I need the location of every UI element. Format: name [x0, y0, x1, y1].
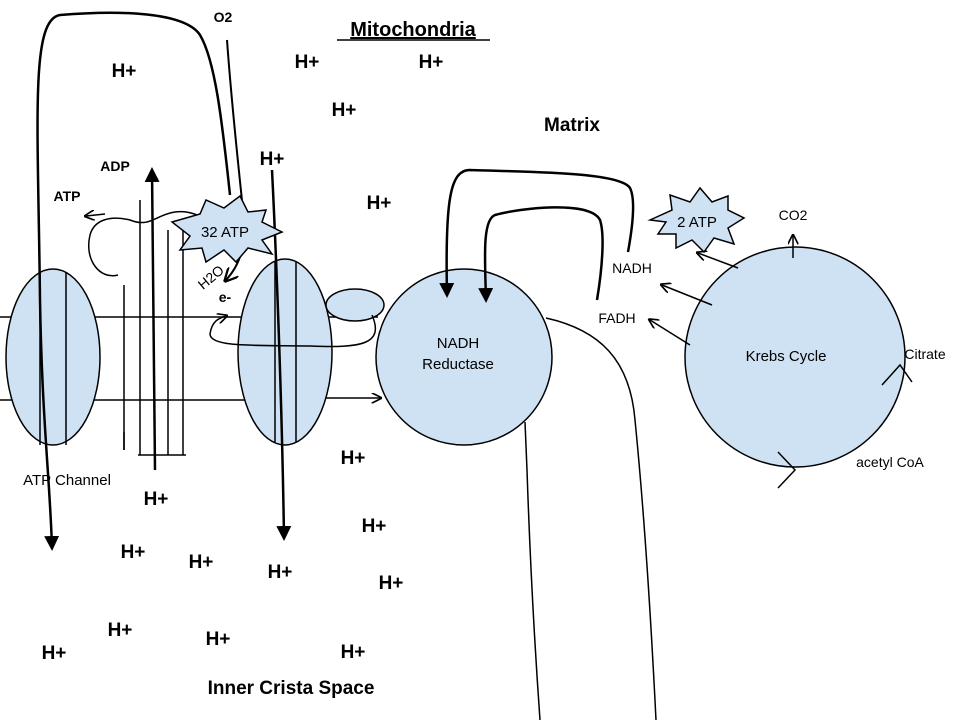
- nadh-reductase-label-2: Reductase: [422, 356, 494, 373]
- proton-label: H+: [341, 642, 366, 663]
- inner-crista-label: Inner Crista Space: [208, 678, 375, 699]
- atp-out-arrow: [86, 214, 106, 216]
- proton-label: H+: [121, 542, 146, 563]
- proton-label: H+: [295, 52, 320, 73]
- proton-label: H+: [379, 573, 404, 594]
- proton-label: H+: [42, 643, 67, 664]
- fadh-input-arrow: [478, 206, 604, 303]
- atp-channel-protein: [5, 268, 101, 446]
- nadh-label: NADH: [612, 260, 652, 276]
- electron-transport-protein: [237, 258, 333, 446]
- krebs-output-arrows: [650, 236, 793, 346]
- atp-32-burst: [170, 194, 284, 264]
- proton-label: H+: [189, 552, 214, 573]
- proton-label: H+: [206, 629, 231, 650]
- nadh-reductase: [375, 268, 553, 446]
- proton-label: H+: [362, 516, 387, 537]
- electron-flow-arrow: [209, 315, 377, 348]
- atp-2-burst: [647, 186, 746, 254]
- atp-label: ATP: [54, 188, 81, 204]
- electron-carrier: [325, 288, 385, 322]
- outer-membrane: [524, 317, 657, 720]
- proton-label: H+: [260, 149, 285, 170]
- atp-2-label: 2 ATP: [677, 214, 717, 231]
- h2o-label: H2O: [195, 262, 227, 293]
- proton-label: H+: [367, 193, 392, 214]
- co2-label: CO2: [779, 207, 808, 223]
- nadh-reductase-label-1: NADH: [437, 335, 480, 352]
- matrix-label: Matrix: [544, 115, 600, 136]
- proton-label: H+: [332, 100, 357, 121]
- citrate-label: Citrate: [904, 346, 945, 362]
- proton-label: H+: [112, 61, 137, 82]
- krebs-cycle-direction: [777, 363, 913, 489]
- proton-label: H+: [268, 562, 293, 583]
- atp-loop-arrow: [88, 210, 211, 277]
- proton-label: H+: [108, 620, 133, 641]
- nadh-input-arrow: [439, 168, 635, 298]
- proton-label: H+: [144, 489, 169, 510]
- proton-labels: H+ H+ H+ H+ H+ H+ H+ H+ H+ H+ H+ H+ H+ H…: [42, 52, 444, 664]
- acetyl-coa-label: acetyl CoA: [856, 454, 924, 470]
- adp-label: ADP: [100, 158, 130, 174]
- proton-channel-structure: [123, 200, 186, 456]
- krebs-cycle: [684, 246, 906, 468]
- proton-down-arrow: [270, 169, 292, 541]
- adp-arrow: [144, 167, 160, 471]
- fadh-label: FADH: [598, 310, 635, 326]
- o2-label: O2: [214, 9, 233, 25]
- atp-32-label: 32 ATP: [201, 224, 249, 241]
- proton-label: H+: [419, 52, 444, 73]
- proton-label: H+: [341, 448, 366, 469]
- proton-pump-loop: [36, 11, 232, 551]
- atp-channel-label: ATP Channel: [23, 472, 111, 489]
- electron-label: e-: [219, 289, 232, 305]
- krebs-cycle-label: Krebs Cycle: [746, 348, 827, 365]
- page-title: Mitochondria: [350, 19, 476, 41]
